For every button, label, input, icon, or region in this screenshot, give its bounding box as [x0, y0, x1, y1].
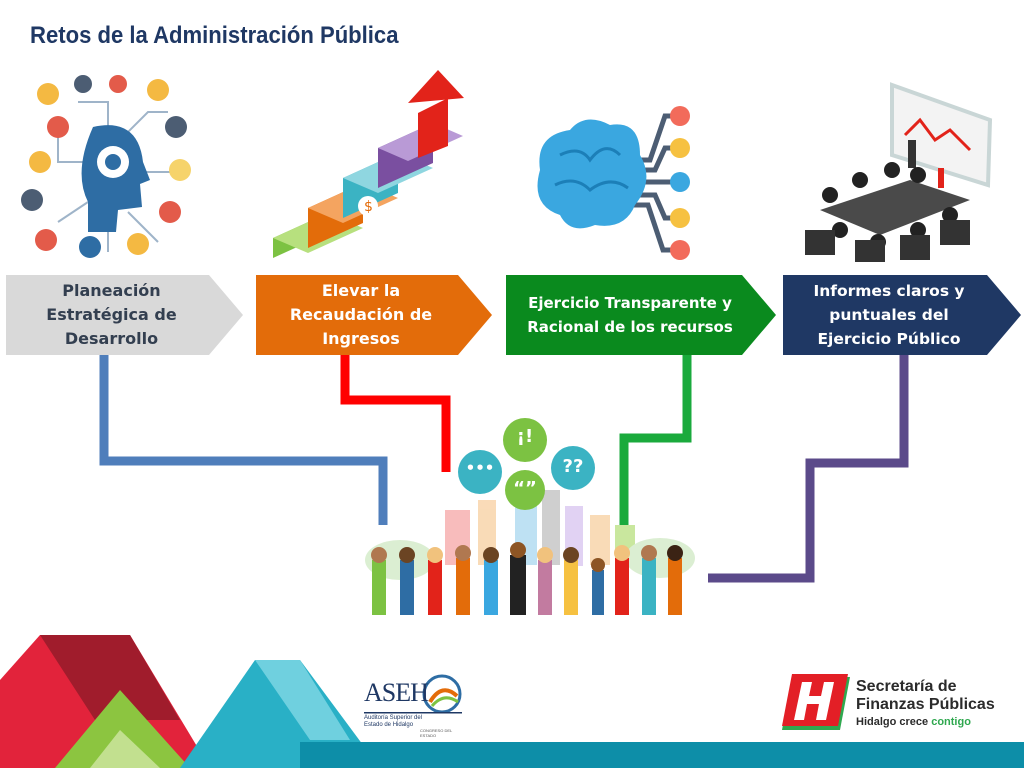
strategy-head-icon — [21, 75, 191, 258]
staircase-growth-icon: $ — [273, 70, 464, 258]
step-recaudacion: Elevar la Recaudación de Ingresos — [256, 275, 492, 355]
aseh-logo: ASEH Auditoría Superior del Estado de Hi… — [362, 672, 466, 738]
sfp-tagline-a: Hidalgo crece — [856, 716, 932, 728]
sfp-tagline-b: contigo — [931, 716, 971, 728]
sfp-line1: Secretaría de — [856, 678, 957, 695]
connector-recaudacion — [340, 355, 451, 472]
city-people-icon — [365, 418, 695, 615]
step-informes-label: Informes claros y puntuales del Ejercici… — [813, 282, 965, 348]
connector-transparente — [619, 355, 692, 525]
boardroom-meeting-icon — [805, 82, 993, 262]
bubble-dots: ••• — [465, 459, 495, 477]
step-transparente: Ejercicio Transparente y Racional de los… — [506, 275, 776, 355]
step-planeacion: Planeación Estratégica de Desarrollo — [6, 275, 243, 355]
aseh-subtitle: Auditoría Superior del Estado de Hidalgo — [364, 715, 423, 728]
sfp-tagline: Hidalgo crece contigo — [856, 716, 971, 728]
step-transparente-label: Ejercicio Transparente y Racional de los… — [527, 294, 733, 336]
connector-planeacion — [99, 352, 388, 525]
bubble-quote: “” — [513, 478, 537, 499]
step-informes: Informes claros y puntuales del Ejercici… — [783, 275, 1021, 355]
sfp-logo: Secretaría de Finanzas Públicas Hidalgo … — [780, 672, 995, 734]
bubble-question: ?? — [562, 456, 584, 477]
page-title: Retos de la Administración Pública — [30, 22, 399, 49]
speech-bubbles — [458, 418, 595, 510]
aseh-tagline: CONGRESO DEL ESTADO — [420, 728, 453, 738]
connector-informes — [708, 352, 909, 583]
sfp-line2: Finanzas Públicas — [856, 696, 995, 713]
step-planeacion-label: Planeación Estratégica de Desarrollo — [46, 281, 177, 348]
aseh-name: ASEH — [364, 678, 429, 707]
svg-text:$: $ — [364, 199, 373, 215]
brain-network-icon — [537, 106, 690, 260]
step-recaudacion-label: Elevar la Recaudación de Ingresos — [289, 281, 433, 348]
bubble-exclaim: ¡! — [516, 426, 534, 447]
